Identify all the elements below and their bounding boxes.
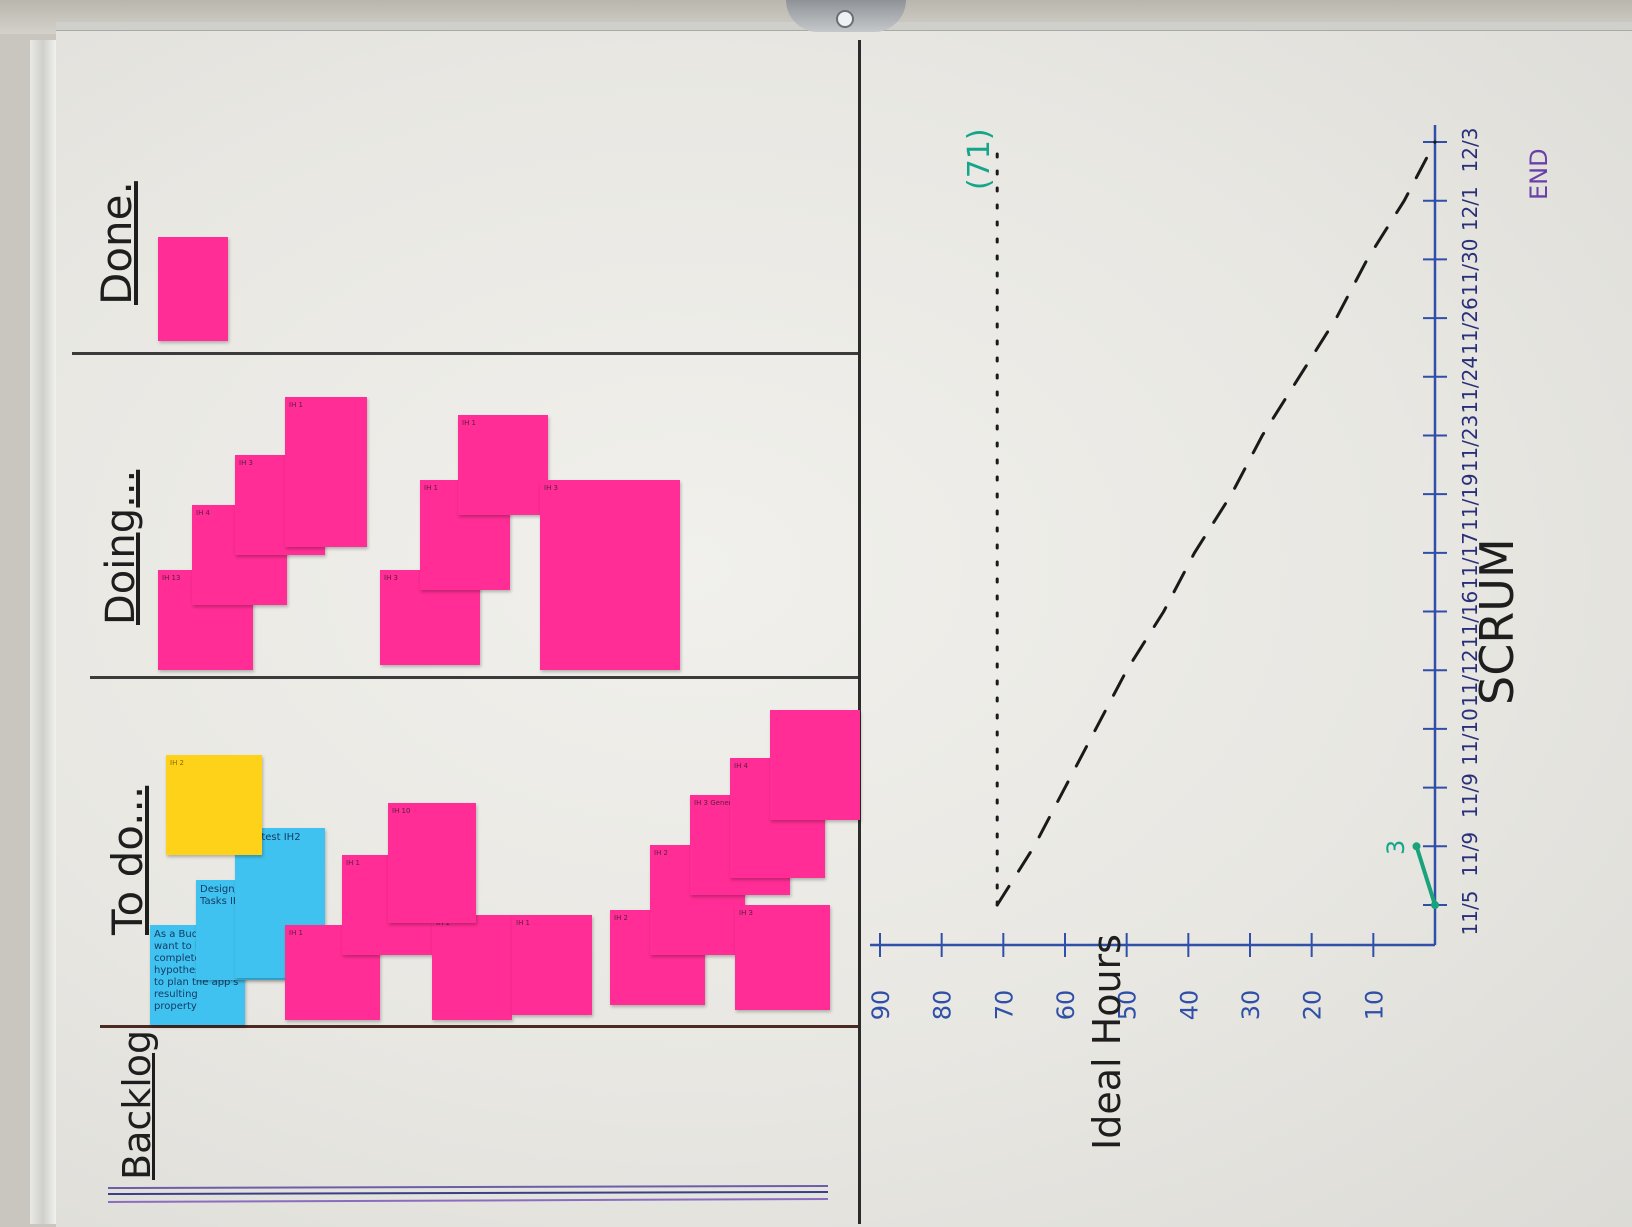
divider-done-doing xyxy=(72,352,858,355)
series-point xyxy=(1431,901,1439,909)
todo-note-pink-4[interactable]: IH 10 xyxy=(388,803,476,923)
divider-todo-backlog xyxy=(100,1025,858,1028)
doing-note-8[interactable]: IH 3 xyxy=(540,480,680,670)
todo-note-pink-5[interactable]: IH 1 xyxy=(512,915,592,1015)
x-tick-label: 11/9 xyxy=(1458,773,1482,818)
x-tick-label: 11/16 xyxy=(1458,591,1482,649)
chart-actual-label: 3 xyxy=(1382,839,1410,855)
series-point xyxy=(1412,842,1421,851)
y-tick-label: 60 xyxy=(1052,990,1080,1021)
chart-annotation-start: (71) xyxy=(962,128,997,190)
todo-note-pink-8[interactable]: IH 3 xyxy=(735,905,830,1010)
x-tick-label: 11/5 xyxy=(1458,891,1482,936)
kanban-chart-divider xyxy=(858,40,861,1224)
doing-note-7[interactable]: IH 1 xyxy=(458,415,548,515)
y-tick-label: 90 xyxy=(867,990,895,1021)
done-note-1[interactable] xyxy=(158,237,228,341)
y-tick-label: 10 xyxy=(1360,990,1388,1021)
x-tick-label: 11/19 xyxy=(1458,473,1482,531)
x-tick-label: 11/26 xyxy=(1458,297,1482,355)
x-tick-label: 11/30 xyxy=(1458,239,1482,297)
y-tick-label: 20 xyxy=(1299,990,1327,1021)
x-tick-label: 11/23 xyxy=(1458,415,1482,473)
x-tick-label: 11/9 xyxy=(1458,832,1482,877)
y-tick-label: 30 xyxy=(1237,990,1265,1021)
chart-xlabel: SCRUM xyxy=(1470,538,1524,705)
magnet-clip xyxy=(786,0,906,32)
doing-note-4[interactable]: IH 1 xyxy=(285,397,367,547)
y-tick-label: 80 xyxy=(929,990,957,1021)
x-tick-label: 11/17 xyxy=(1458,532,1482,590)
marker-scribbles xyxy=(108,1185,828,1203)
x-tick-label: 11/12 xyxy=(1458,649,1482,707)
x-tick-label: 11/10 xyxy=(1458,708,1482,766)
x-tick-label: 12/3 xyxy=(1458,128,1482,173)
series-line-1 xyxy=(995,140,1437,907)
y-tick-label: 40 xyxy=(1175,990,1203,1021)
y-tick-label: 70 xyxy=(990,990,1018,1021)
todo-note-yellow[interactable]: IH 2 xyxy=(166,755,262,855)
chart-x-end-label: END xyxy=(1525,148,1553,200)
series-line-3 xyxy=(1414,844,1437,907)
x-tick-label: 11/24 xyxy=(1458,356,1482,414)
todo-note-pink-3[interactable]: IH 1 xyxy=(432,915,512,1020)
todo-note-pink-11[interactable] xyxy=(770,710,860,820)
chart-ylabel: Ideal Hours xyxy=(1085,934,1129,1150)
x-tick-label: 12/1 xyxy=(1458,186,1482,231)
y-tick-label: 50 xyxy=(1114,990,1142,1021)
divider-doing-todo xyxy=(90,676,858,679)
